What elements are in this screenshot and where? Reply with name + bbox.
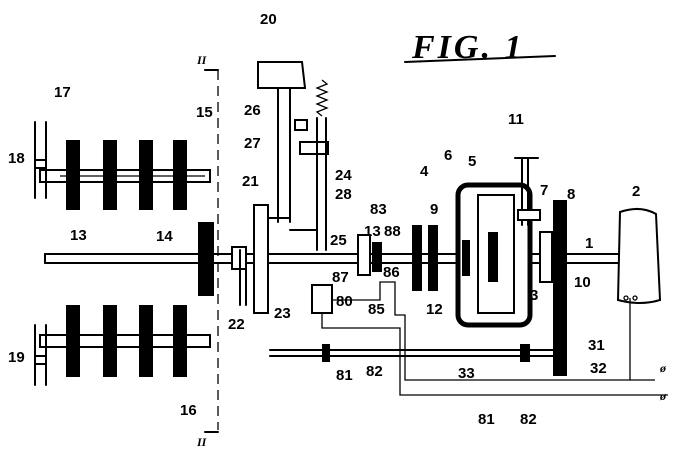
ref-label: 22 [228,316,245,333]
spring-rod [289,79,329,251]
ref-label: 21 [242,173,259,190]
ref-label: 11 [508,111,524,128]
ref-label: 15 [196,104,213,121]
ref-label: 31 [588,337,605,354]
ref-label: 13 [364,223,381,240]
section-mark-bottom: II [196,435,208,449]
title-underline [404,55,556,63]
control-column [257,61,329,223]
gear-8 [539,200,567,376]
ref-label: 7 [540,182,548,199]
ref-label: 2 [632,183,640,200]
ref-label: 32 [590,360,607,377]
ref-label: 82 [366,363,383,380]
wiring [321,281,668,396]
ref-label: 80 [336,293,353,310]
ref-label: 16 [180,402,197,419]
ref-label: 10 [574,274,591,291]
ref-label: 87 [332,269,349,286]
shift-lever [239,204,291,314]
ref-label: 5 [468,153,476,170]
ref-label: 82 [520,411,537,428]
ref-label: 1 [585,235,593,252]
ref-label: 88 [384,223,401,240]
ref-label: 26 [244,102,261,119]
terminal-a: ø [659,361,667,375]
ref-label: 27 [244,135,261,152]
ref-label: 23 [274,305,291,322]
ref-label: 6 [444,147,452,164]
ref-label: 13 [70,227,87,244]
ref-label: 14 [156,228,173,245]
gear-14 [198,222,214,296]
ref-label: 19 [8,349,25,366]
clutch-12 [412,225,438,291]
upper-spline-shaft [34,121,211,210]
lower-spline-shaft [34,305,211,386]
ref-label: 85 [368,301,385,318]
ref-label: 4 [420,163,429,180]
ref-label: 33 [458,365,475,382]
ref-label: 28 [335,186,352,203]
ref-label: 24 [335,167,352,184]
ref-label: 12 [426,301,443,318]
ref-label: 25 [330,232,347,249]
ref-label: 86 [383,264,400,281]
section-mark-top: II [196,53,208,67]
ref-label: 81 [478,411,495,428]
ref-label: 83 [370,201,387,218]
terminal-b: ø [659,389,667,403]
solenoid-80 [311,284,333,314]
ref-label: 18 [8,150,25,167]
ref-label: 81 [336,367,353,384]
lever-11 [514,157,541,226]
ref-label: 9 [430,201,438,218]
counter-shaft-33 [269,344,556,362]
ref-label: 8 [567,186,575,203]
sleeve-88 [372,242,382,272]
ref-label: 20 [260,11,277,28]
section-line [204,69,219,433]
ref-label: 17 [54,84,71,101]
motor-2 [616,208,662,304]
housing [455,182,533,328]
collar-13 [357,234,371,276]
main-shaft [44,253,621,264]
ref-label: 3 [530,287,538,304]
